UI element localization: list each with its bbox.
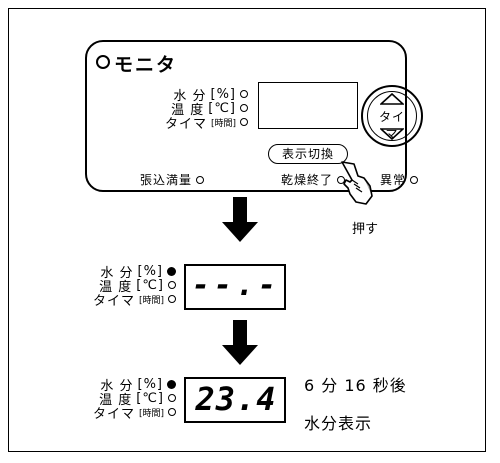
lamp-off-icon (240, 118, 248, 126)
indicator-label: 温 度 (99, 279, 133, 295)
indicator-label: 水 分 (100, 265, 134, 281)
step2-display-value: --.- (191, 268, 281, 303)
indicator-unit: [時間] (138, 295, 164, 306)
lamp-off-icon (168, 281, 176, 289)
timer-knob-inner (367, 91, 417, 141)
lamp-off-icon (168, 394, 176, 402)
panel-display (258, 82, 358, 129)
indicator-unit: [℃] (136, 390, 164, 406)
step3-indicator-list: 水 分 [%] 温 度 [℃] タイマ [時間] (56, 376, 176, 422)
step3-note-time: 6 分 16 秒後 (304, 376, 407, 395)
timer-knob[interactable] (361, 85, 423, 147)
indicator-unit: [時間] (210, 118, 236, 129)
indicator-unit: [%] (210, 86, 236, 102)
indicator-label: 水 分 (100, 378, 134, 394)
status-label: 乾燥終了 (281, 173, 334, 187)
indicator-label: 水 分 (173, 88, 207, 104)
lamp-off-icon (168, 408, 176, 416)
flow-arrow-2-icon (222, 345, 258, 365)
flow-arrow-1-icon (222, 222, 258, 242)
indicator-label: タイマ (92, 293, 135, 309)
indicator-temperature: 温 度 [℃] (56, 277, 176, 295)
indicator-unit: [℃] (136, 277, 164, 293)
status-error: 異常 (380, 171, 419, 188)
indicator-unit: [℃] (208, 100, 236, 116)
step3-display-value: 23.4 (195, 380, 277, 418)
indicator-temperature: 温 度 [℃] (56, 390, 176, 408)
lamp-off-icon (240, 90, 248, 98)
indicator-label: タイマ (164, 116, 207, 132)
status-drying-complete: 乾燥終了 (281, 171, 346, 188)
monitor-title: モニタ (114, 54, 178, 76)
pressing-hand-icon (341, 161, 373, 205)
indicator-label: タイマ (92, 406, 135, 422)
status-label: 張込満量 (140, 173, 193, 187)
lamp-on-icon (167, 266, 176, 276)
indicator-temperature: 温 度 [℃] (132, 100, 248, 118)
indicator-unit: [%] (137, 263, 163, 279)
indicator-timer: タイマ [時間] (132, 115, 248, 132)
indicator-unit: [時間] (138, 408, 164, 419)
indicator-unit: [%] (137, 376, 163, 392)
lamp-off-icon (196, 175, 205, 184)
lamp-off-icon (337, 175, 346, 184)
status-full-load: 張込満量 (140, 171, 205, 188)
lamp-off-icon (168, 295, 176, 303)
down-arrow-shaft-2 (233, 320, 247, 346)
display-toggle-button[interactable]: 表示切換 (268, 144, 348, 164)
indicator-moisture: 水 分 [%] (56, 376, 176, 394)
press-label: 押す (352, 222, 379, 237)
step2-display (184, 264, 286, 310)
monitor-lamp-icon (96, 55, 110, 69)
up-arrow-icon[interactable] (380, 93, 404, 105)
panel-indicator-list: 水 分 [%] 温 度 [℃] タイマ [時間] (132, 86, 248, 132)
down-arrow-shaft-1 (233, 197, 247, 223)
indicator-moisture: 水 分 [%] (56, 263, 176, 281)
lamp-off-icon (240, 104, 248, 112)
step3-note-mode: 水分表示 (304, 414, 373, 433)
indicator-timer: タイマ [時間] (56, 292, 176, 309)
lamp-on-icon (167, 379, 176, 389)
indicator-label: 温 度 (171, 102, 205, 118)
step3-display (184, 377, 286, 423)
down-arrow-icon[interactable] (380, 128, 404, 140)
lamp-off-icon (410, 175, 419, 184)
indicator-moisture: 水 分 [%] (132, 86, 248, 104)
step2-indicator-list: 水 分 [%] 温 度 [℃] タイマ [時間] (56, 263, 176, 309)
indicator-label: 温 度 (99, 392, 133, 408)
status-label: 異常 (380, 173, 407, 187)
indicator-timer: タイマ [時間] (56, 405, 176, 422)
